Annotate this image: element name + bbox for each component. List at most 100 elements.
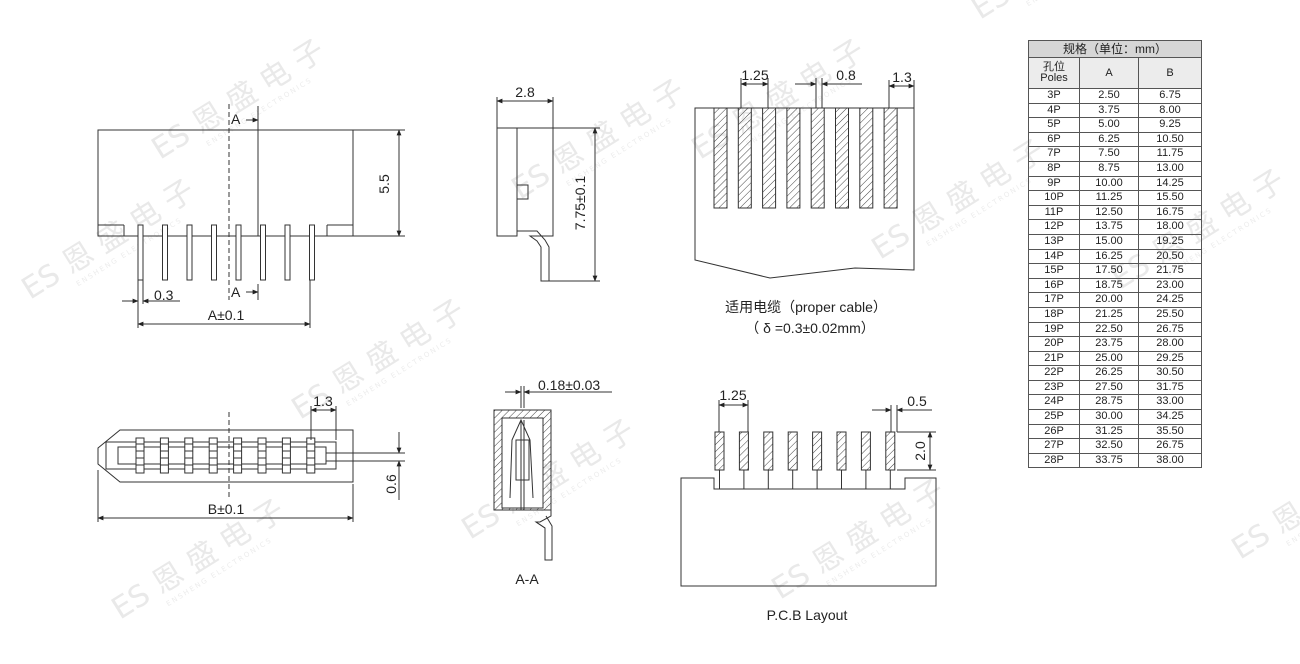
side-height-label: 7.75±0.1: [572, 176, 588, 231]
watermark-cn: 恩 盛 电 子: [186, 33, 331, 141]
pcb-width-label: 0.5: [907, 393, 927, 409]
table-cell: 2.50: [1079, 88, 1139, 104]
table-cell: 22P: [1028, 365, 1080, 381]
table-header-cell: 孔位 Poles: [1028, 57, 1080, 89]
table-cell: 10P: [1028, 190, 1080, 206]
watermark-brand: ES: [966, 0, 1017, 27]
table-cell: 7.50: [1079, 146, 1139, 162]
watermark-brand: ES: [866, 217, 917, 267]
table-cell: 21P: [1028, 350, 1080, 367]
cable-conductors: [713, 107, 898, 209]
front-height-label: 5.5: [376, 174, 392, 194]
table-cell: 30.50: [1138, 365, 1202, 381]
watermark-cn: 恩 盛 电 子: [546, 73, 691, 181]
table-cell: 12P: [1028, 219, 1080, 235]
watermark-brand: ES: [506, 157, 557, 207]
table-cell: 15.50: [1138, 190, 1202, 206]
table-cell: 28.00: [1138, 336, 1202, 352]
front-pins: [137, 224, 315, 281]
watermark-brand: ES: [686, 117, 737, 167]
table-cell: 28P: [1028, 452, 1080, 469]
table-cell: 6.25: [1079, 131, 1139, 148]
watermark-en: ENSHENG ELECTRONICS: [1025, 0, 1134, 8]
table-cell: 13.00: [1138, 160, 1202, 177]
table-cell: 29.25: [1138, 350, 1202, 367]
pcb-pads: [714, 431, 896, 489]
table-cell: 34.25: [1138, 409, 1202, 425]
top-contacts: [135, 437, 316, 474]
table-cell: 27.50: [1079, 379, 1139, 396]
pin-width-label: 0.3: [154, 287, 174, 303]
section-gap-label: 0.18±0.03: [538, 377, 600, 393]
table-cell: 20.00: [1079, 292, 1139, 308]
front-view: [97, 104, 405, 328]
table-cell: 33.75: [1079, 452, 1139, 469]
table-cell: 20P: [1028, 336, 1080, 352]
watermark-brand: ES: [1226, 517, 1277, 567]
top-end-label: 1.3: [313, 393, 333, 409]
section-marker-top: A: [231, 111, 241, 127]
table-cell: 8.00: [1138, 102, 1202, 119]
table-cell: 15.00: [1079, 233, 1139, 250]
table-cell: 19.25: [1138, 233, 1202, 250]
table-cell: 6.75: [1138, 88, 1202, 104]
front-pin: [186, 224, 193, 281]
table-cell: 27P: [1028, 438, 1080, 454]
dim-b-label: B±0.1: [208, 501, 245, 517]
table-cell: 7P: [1028, 146, 1080, 162]
section-aa-view: [493, 386, 612, 561]
pcb-pad: [885, 431, 896, 471]
table-cell: 17P: [1028, 292, 1080, 308]
table-cell: 32.50: [1079, 438, 1139, 454]
pcb-height-label: 2.0: [912, 441, 928, 461]
pcb-body: [680, 477, 937, 587]
cable-conductor: [762, 107, 777, 209]
table-cell: 8.75: [1079, 160, 1139, 177]
cable-conductor: [835, 107, 849, 209]
top-contact: [281, 437, 291, 474]
table-cell: 10.50: [1138, 131, 1202, 148]
table-cell: 23P: [1028, 379, 1080, 396]
top-contact: [233, 437, 243, 474]
pcb-pad: [738, 431, 749, 471]
table-cell: 35.50: [1138, 423, 1202, 440]
pcb-pad: [787, 431, 798, 471]
table-title: 规格（单位：mm）: [1028, 40, 1202, 58]
front-housing: [97, 129, 354, 237]
table-cell: 38.00: [1138, 452, 1202, 469]
front-pin: [137, 224, 144, 281]
cable-caption: 适用电缆（proper cable）: [725, 299, 887, 315]
section-marker-bottom: A: [231, 284, 241, 300]
table-cell: 4P: [1028, 102, 1080, 119]
table-cell: 9P: [1028, 175, 1080, 192]
side-latch: [516, 184, 529, 200]
table-cell: 9.25: [1138, 117, 1202, 133]
cable-conductor: [786, 107, 801, 209]
table-cell: 30.00: [1079, 409, 1139, 425]
table-cell: 20.50: [1138, 248, 1202, 265]
table-cell: 22.50: [1079, 321, 1139, 338]
front-pin: [260, 224, 266, 281]
top-contact: [159, 437, 169, 474]
dim-a-label: A±0.1: [208, 307, 245, 323]
table-cell: 5.00: [1079, 117, 1139, 133]
table-cell: 5P: [1028, 117, 1080, 133]
